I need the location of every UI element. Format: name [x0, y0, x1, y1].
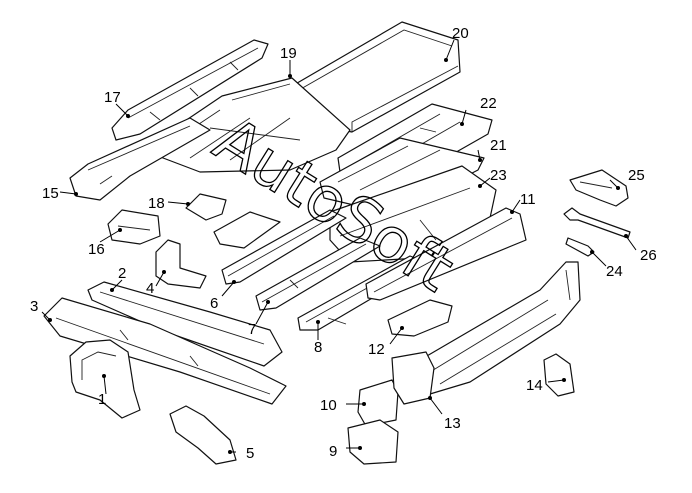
callout-1: 1 — [98, 391, 106, 408]
part-11-side-member — [365, 207, 527, 301]
leader-lines — [41, 39, 637, 454]
part-24-bolt — [565, 237, 595, 257]
callout-25: 25 — [628, 167, 645, 184]
part-6-member — [221, 209, 347, 285]
callout-21: 21 — [490, 137, 507, 154]
part-17-crossmember — [111, 39, 269, 141]
part-12-bracket — [387, 299, 453, 337]
callout-5: 5 — [246, 445, 254, 462]
callout-2: 2 — [118, 265, 126, 282]
part-25-jack — [569, 169, 629, 207]
callout-14: 14 — [526, 377, 543, 394]
callout-10: 10 — [320, 397, 337, 414]
callout-24: 24 — [606, 263, 623, 280]
callout-4: 4 — [146, 280, 154, 297]
callout-26: 26 — [640, 247, 657, 264]
callout-12: 12 — [368, 341, 385, 358]
part-14-bracket — [543, 353, 575, 397]
part-16-cover — [107, 209, 161, 245]
callout-15: 15 — [42, 185, 59, 202]
callout-8: 8 — [314, 339, 322, 356]
callout-3: 3 — [30, 298, 38, 315]
part-9-bracket — [347, 419, 399, 465]
part-4-bracket — [155, 239, 207, 289]
callout-19: 19 — [280, 45, 297, 62]
callout-18: 18 — [148, 195, 165, 212]
callout-labels: 1 2 3 4 5 6 7 8 9 10 11 12 13 14 15 16 1… — [30, 25, 657, 462]
callout-9: 9 — [329, 443, 337, 460]
part-21-floor-panel — [319, 137, 485, 215]
callout-13: 13 — [444, 415, 461, 432]
callout-16: 16 — [88, 241, 105, 258]
callout-17: 17 — [104, 89, 121, 106]
part-18-bracket — [185, 193, 281, 249]
callout-7: 7 — [248, 321, 256, 338]
callout-23: 23 — [490, 167, 507, 184]
callout-11: 11 — [520, 191, 536, 208]
part-5-bracket — [169, 405, 237, 465]
part-2-frame-rail — [87, 281, 283, 367]
part-10-bracket — [357, 351, 435, 427]
part-7-member — [255, 237, 381, 311]
part-15-tunnel-support — [69, 117, 211, 201]
part-1-wheel-arch — [69, 339, 141, 419]
callout-22: 22 — [480, 95, 497, 112]
part-26-jack-handle — [563, 207, 631, 239]
callout-6: 6 — [210, 295, 218, 312]
callout-20: 20 — [452, 25, 469, 42]
